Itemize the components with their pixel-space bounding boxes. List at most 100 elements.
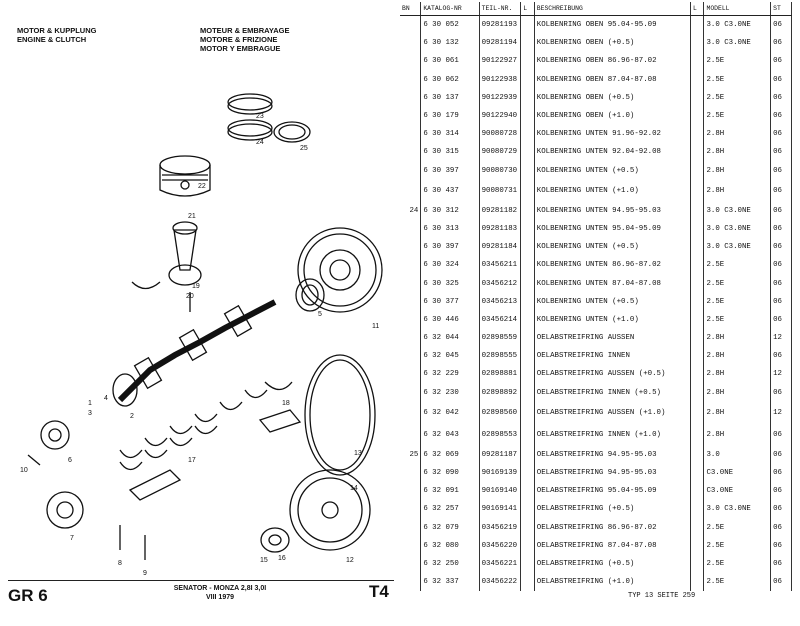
cell-teil: 03456214 [479, 310, 522, 329]
header-right-line-1: MOTEUR & EMBRAYAGE [200, 26, 290, 35]
callout-16: 16 [278, 555, 286, 562]
cell-modell: 2.5E [703, 310, 772, 329]
cell-st: 06 [770, 423, 792, 446]
pulley-6 [40, 420, 70, 450]
cell-katalog: 6 30 437 [420, 179, 480, 202]
cell-modell: 2.8H [703, 423, 772, 446]
cell-katalog: 6 32 043 [420, 423, 480, 446]
cell-beschreibung: KOLBENRING OBEN 87.04-87.08 [534, 70, 691, 89]
cell-katalog: 6 30 397 [420, 161, 480, 180]
cell-bn [400, 274, 422, 293]
cell-bn [400, 292, 422, 311]
cell-beschreibung: KOLBENRING UNTEN (+0.5) [534, 161, 691, 180]
cell-l1 [520, 70, 535, 89]
callout-8: 8 [118, 560, 122, 567]
table-header-row: BN KATALOG-NR TEIL-NR. L BESCHREIBUNG L … [400, 2, 792, 16]
cell-katalog: 6 30 446 [420, 310, 480, 329]
cell-l2 [690, 88, 705, 107]
callout-4: 4 [104, 395, 108, 402]
callout-25: 25 [300, 145, 308, 152]
cell-modell: 2.5E [703, 554, 772, 574]
callout-17: 17 [188, 457, 196, 464]
cell-l2 [690, 161, 705, 180]
cell-katalog: 6 32 042 [420, 401, 480, 424]
cell-l1 [520, 292, 535, 311]
cell-teil: 90122938 [479, 70, 522, 89]
piston-ring-23 [227, 93, 273, 111]
cell-st: 06 [770, 15, 792, 35]
cell-l1 [520, 52, 535, 71]
cell-bn: 25 [400, 445, 422, 464]
cell-modell: 2.5E [703, 536, 772, 555]
cell-katalog: 6 30 312 [420, 201, 480, 220]
cell-teil: 90122927 [479, 52, 522, 71]
cell-teil: 90169139 [479, 463, 522, 483]
cell-l1 [520, 573, 535, 592]
crankshaft [117, 299, 277, 403]
cell-beschreibung: OELABSTREIFRING AUSSEN (+0.5) [534, 365, 691, 384]
cell-katalog: 6 32 045 [420, 347, 480, 366]
spacer-15 [260, 527, 290, 553]
cell-teil: 03456211 [479, 256, 522, 275]
cell-beschreibung: KOLBENRING UNTEN 94.95-95.03 [534, 201, 691, 220]
cell-st: 12 [770, 329, 792, 348]
cell-teil: 09281187 [479, 445, 522, 464]
cell-bn [400, 143, 422, 162]
cell-bn [400, 238, 422, 257]
cell-l1 [520, 554, 535, 574]
cell-beschreibung: KOLBENRING UNTEN (+0.5) [534, 292, 691, 311]
cell-l2 [690, 125, 705, 144]
col-header-modell: MODELL [703, 2, 772, 16]
cell-beschreibung: KOLBENRING OBEN 95.04-95.09 [534, 15, 691, 35]
cell-modell: 2.8H [703, 161, 772, 180]
cell-modell: 2.5E [703, 106, 772, 126]
cell-l1 [520, 401, 535, 424]
cell-modell: 2.5E [703, 88, 772, 107]
cell-l1 [520, 88, 535, 107]
cell-teil: 02898553 [479, 423, 522, 446]
cell-katalog: 6 30 137 [420, 88, 480, 107]
cell-st: 06 [770, 383, 792, 402]
cell-st: 06 [770, 482, 792, 501]
cell-katalog: 6 30 313 [420, 219, 480, 239]
cell-bn [400, 310, 422, 329]
cell-modell: 2.8H [703, 383, 772, 402]
cell-teil: 90080728 [479, 125, 522, 144]
cell-modell: 3.0 C3.0NE [703, 238, 772, 257]
cell-l2 [690, 482, 705, 501]
cell-l2 [690, 463, 705, 483]
cell-modell: 3.0 C3.0NE [703, 500, 772, 519]
col-header-l1: L [520, 2, 535, 16]
cell-bn [400, 554, 422, 574]
header-left-line-2: ENGINE & CLUTCH [17, 35, 87, 44]
cell-st: 06 [770, 34, 792, 53]
cell-l1 [520, 15, 535, 35]
seal-5 [295, 278, 325, 312]
engine-parts-diagram: 23 24 25 22 21 20 19 18 5 11 13 17 16 6 … [20, 93, 383, 577]
cell-l2 [690, 256, 705, 275]
cell-st: 12 [770, 365, 792, 384]
cell-l1 [520, 365, 535, 384]
col-header-l2: L [690, 2, 705, 16]
callout-14: 14 [350, 485, 358, 492]
cell-l1 [520, 219, 535, 239]
cell-l1 [520, 518, 535, 537]
callout-24: 24 [256, 139, 264, 146]
cell-beschreibung: OELABSTREIFRING AUSSEN [534, 329, 691, 348]
callout-7: 7 [70, 535, 74, 542]
cell-l2 [690, 34, 705, 53]
callout-19: 19 [192, 283, 200, 290]
cell-beschreibung: OELABSTREIFRING INNEN (+0.5) [534, 383, 691, 402]
cell-l2 [690, 365, 705, 384]
cell-teil: 90122940 [479, 106, 522, 126]
cell-katalog: 6 32 257 [420, 500, 480, 519]
cell-l2 [690, 201, 705, 220]
